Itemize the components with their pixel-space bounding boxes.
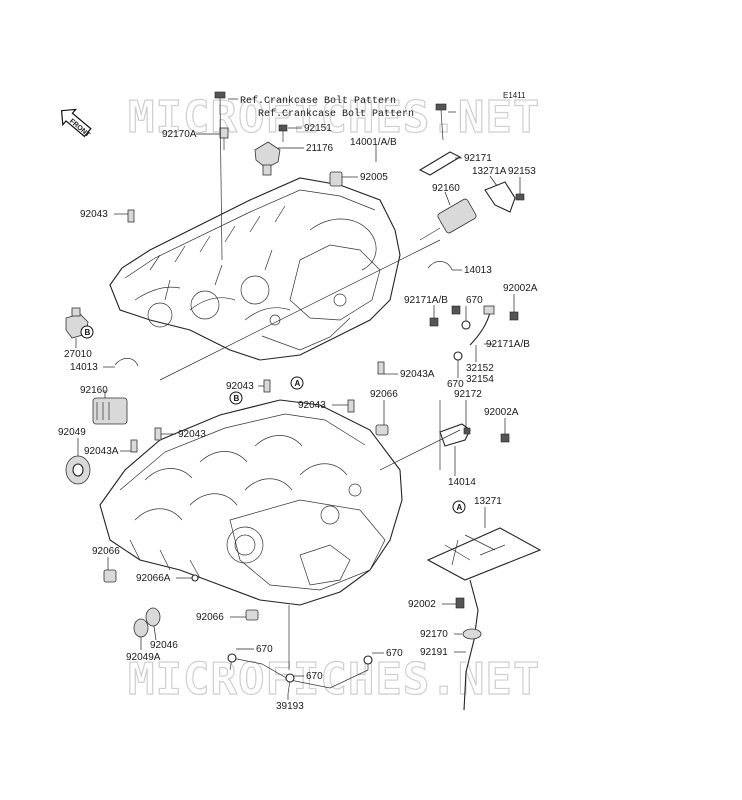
callout-a-upper: A [290, 376, 304, 390]
svg-text:B: B [85, 328, 91, 337]
part-92049-icon [65, 455, 91, 485]
part-92005-icon [329, 171, 343, 187]
part-39193-pipe-icon [227, 653, 373, 695]
label-670-right: 670 [386, 648, 403, 659]
part-92191-pipe-icon [462, 579, 482, 711]
part-92043-dowel-3-icon [347, 399, 355, 413]
label-92171AB-right: 92171A/B [486, 339, 530, 350]
part-92066-bottom-icon [245, 609, 259, 621]
label-92043-mid: 92043 [226, 381, 254, 392]
part-92171AB-upper-icon [429, 305, 461, 327]
label-92170A: 92170A [162, 129, 197, 140]
ref-crankcase-bolt-pattern-1: Ref.Crankcase Bolt Pattern [240, 95, 396, 107]
callout-b-lower: B [229, 391, 243, 405]
part-92066-left-icon [103, 569, 117, 583]
label-14013-lower: 14013 [70, 362, 98, 373]
part-92153-icon [515, 193, 525, 201]
part-92002A-icon [500, 311, 519, 443]
crankcase-bolt-icon [214, 91, 447, 261]
part-14014-icon [439, 423, 471, 447]
label-92170: 92170 [420, 629, 448, 640]
part-13271A-icon [484, 181, 516, 213]
label-670-upper: 670 [466, 295, 483, 306]
label-92049: 92049 [58, 427, 86, 438]
part-21176-icon [254, 141, 281, 176]
upper-crankcase [109, 177, 401, 361]
label-21176: 21176 [306, 143, 334, 154]
part-92043-dowel-icon [154, 427, 162, 441]
part-14013-lower-icon [114, 358, 139, 367]
label-14013-upper: 14013 [464, 265, 492, 276]
label-92005: 92005 [360, 172, 388, 183]
part-92151-icon [278, 124, 288, 142]
label-670-mid: 670 [447, 379, 464, 390]
label-92171: 92171 [464, 153, 492, 164]
label-92160-lower: 92160 [80, 385, 108, 396]
label-13271A: 13271A [472, 166, 507, 177]
part-92046-icon [145, 607, 161, 627]
part-92160-upper-icon [419, 198, 477, 241]
label-39193: 39193 [276, 701, 304, 712]
diagram-id: E1411 [503, 91, 526, 100]
label-92171AB-upper: 92171A/B [404, 295, 448, 306]
callout-a-lower: A [452, 500, 466, 514]
label-14001AB: 14001/A/B [350, 137, 397, 148]
label-92046: 92046 [150, 640, 178, 651]
label-92066-upper: 92066 [370, 389, 398, 400]
label-92002A-upper: 92002A [503, 283, 538, 294]
svg-text:A: A [295, 379, 301, 388]
watermark-top: MICROFICHES.NET [128, 92, 540, 143]
label-14014: 14014 [448, 477, 476, 488]
part-92043-upper-icon [127, 209, 135, 223]
label-92002: 92002 [408, 599, 436, 610]
part-92043A-upper-icon [377, 361, 385, 375]
label-670-left: 670 [256, 644, 273, 655]
label-27010: 27010 [64, 349, 92, 360]
label-32154: 32154 [466, 374, 494, 385]
part-92170A-icon [219, 127, 229, 150]
label-92002A-lower: 92002A [484, 407, 519, 418]
part-92066A-icon [191, 574, 199, 582]
label-92153: 92153 [508, 166, 536, 177]
label-92066-bottom: 92066 [196, 612, 224, 623]
ref-crankcase-bolt-pattern-2: Ref.Crankcase Bolt Pattern [258, 108, 414, 120]
label-92043-right: 92043 [298, 400, 326, 411]
label-92066-left: 92066 [92, 546, 120, 557]
part-13271-oil-screen-icon [426, 527, 542, 581]
part-92066-upper-icon [375, 424, 389, 436]
part-92171-icon [418, 151, 462, 176]
svg-text:A: A [457, 503, 463, 512]
lower-crankcase [99, 399, 403, 606]
part-92049A-icon [133, 618, 149, 638]
label-92151: 92151 [304, 123, 332, 134]
label-13271: 13271 [474, 496, 502, 507]
part-670-ring-mid-icon [453, 351, 463, 361]
label-92172: 92172 [454, 389, 482, 400]
label-92191: 92191 [420, 647, 448, 658]
part-labels: 92151 92170A 21176 14001/A/B 92171 92005… [58, 123, 538, 712]
label-92160-upper: 92160 [432, 183, 460, 194]
part-92043A-icon [130, 439, 138, 453]
part-92043-dowel-2-icon [263, 379, 271, 393]
part-14013-upper-icon [427, 261, 453, 271]
part-32152-pipe-icon [469, 305, 495, 346]
label-92043-lower: 92043 [178, 429, 206, 440]
label-92049A: 92049A [126, 652, 161, 663]
callout-b-upper: B [80, 325, 94, 339]
label-92066A: 92066A [136, 573, 171, 584]
front-arrow-icon: FRONT [60, 108, 92, 139]
label-92043A-upper: 92043A [400, 369, 435, 380]
part-670-ring-icon [461, 320, 471, 330]
watermark-bottom: MICROFICHES.NET [128, 654, 540, 705]
label-92043A-lower: 92043A [84, 446, 119, 457]
label-92043-upper: 92043 [80, 209, 108, 220]
label-670-center: 670 [306, 671, 323, 682]
svg-text:B: B [234, 394, 240, 403]
part-92160-lower-icon [92, 397, 128, 425]
label-32152: 32152 [466, 363, 494, 374]
part-92002-icon [455, 597, 465, 609]
